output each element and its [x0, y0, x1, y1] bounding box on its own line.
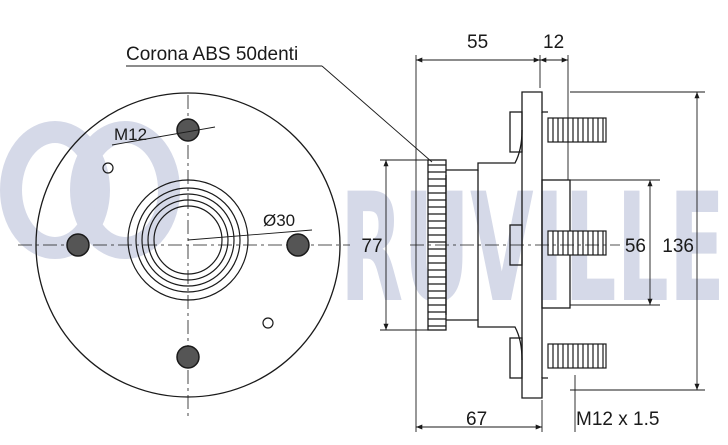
watermark-text: RUVILLE — [340, 162, 725, 336]
stud-spec-label: M12 x 1.5 — [576, 409, 659, 430]
abs-ring-label: Corona ABS 50denti — [126, 44, 298, 65]
abs-leader — [321, 65, 433, 163]
dimension-lines — [380, 55, 705, 432]
wheel-studs — [547, 117, 607, 369]
ruville-logo-watermark: RUVILLE — [0, 121, 725, 336]
flange-diameter-label: 136 — [662, 236, 694, 257]
abs-ring-teeth — [428, 164, 446, 327]
stud-thread-label: M12 — [114, 125, 147, 144]
stud-circle-label: 56 — [625, 236, 646, 257]
pilot-diameter-label: 77 — [361, 236, 382, 257]
side-view — [410, 91, 620, 399]
overall-length-label: 67 — [466, 409, 487, 430]
flange-thickness-label: 12 — [543, 32, 564, 53]
flange-offset-label: 55 — [467, 32, 488, 53]
bore-diameter-label: Ø30 — [263, 211, 295, 230]
front-view — [18, 92, 350, 420]
